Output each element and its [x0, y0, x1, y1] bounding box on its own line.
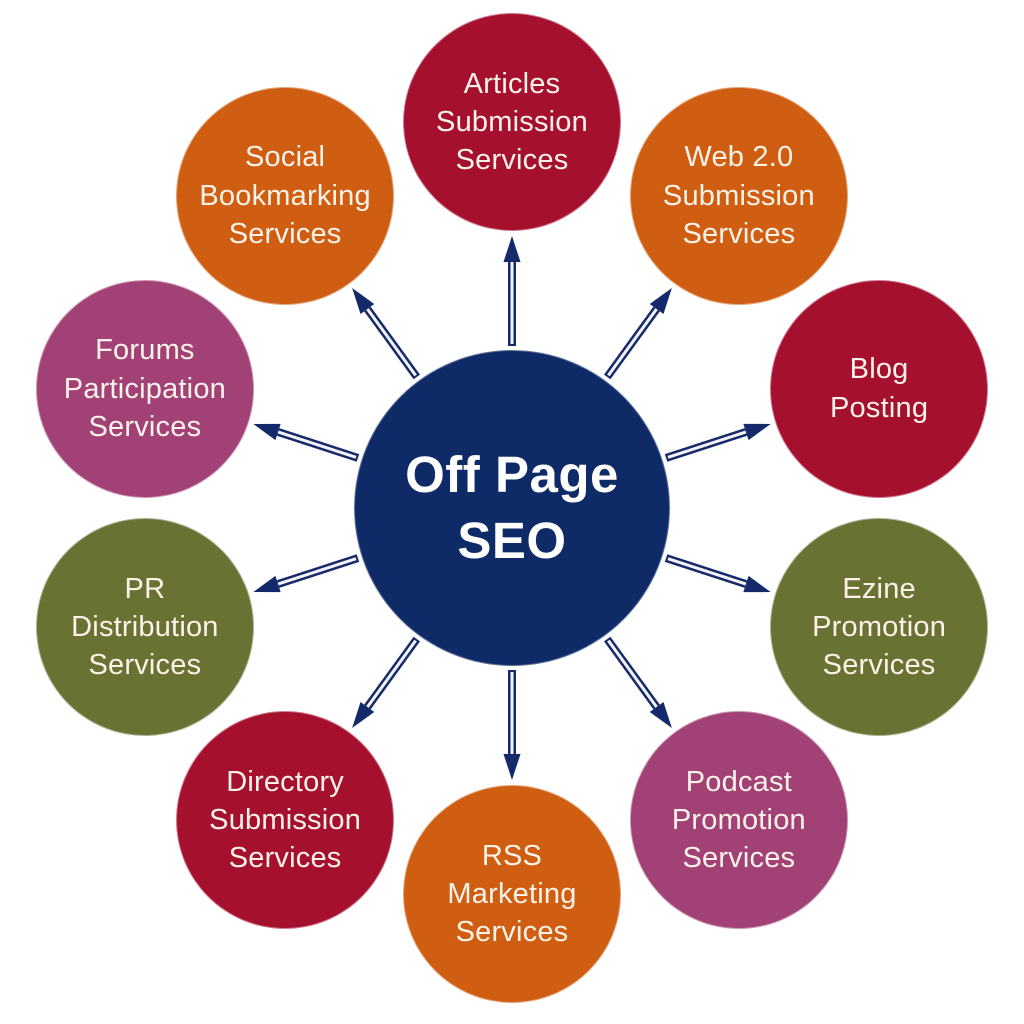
node-label-line: Posting	[830, 391, 929, 424]
node-label-line: Podcast	[685, 765, 792, 798]
node-label: Articles Submission Services	[436, 65, 588, 180]
node-social-bookmarking-services: Social Bookmarking Services	[176, 86, 395, 305]
node-label-line: Submission	[436, 105, 588, 138]
node-rss-marketing-services: RSS Marketing Services	[403, 785, 621, 1003]
node-label-line: Ezine	[842, 572, 916, 605]
node-label-line: Services	[682, 217, 796, 250]
node-pr-distribution-services: PR Distribution Services	[35, 518, 254, 737]
node-label-line: Directory	[226, 765, 345, 798]
node-label: Social Bookmarking Services	[199, 138, 370, 253]
node-label-line: Articles	[463, 67, 561, 100]
node-label-line: Promotion	[812, 611, 947, 644]
node-label-line: RSS	[481, 839, 543, 872]
node-label-line: Services	[682, 842, 796, 875]
node-podcast-promotion-services: Podcast Promotion Services	[629, 711, 848, 930]
node-label-line: Participation	[63, 372, 226, 405]
node-ezine-promotion-services: Ezine Promotion Services	[770, 518, 989, 737]
node-web-2-0-submission-services: Web 2.0 Submission Services	[629, 86, 848, 305]
node-label: Forums Participation Services	[64, 331, 226, 446]
node-label-line: Services	[228, 842, 342, 875]
node-label-line: Social	[245, 141, 326, 174]
node-label: Blog Posting	[830, 350, 928, 427]
center-node-label: Off Page SEO	[405, 442, 619, 575]
node-label-line: Blog	[849, 353, 909, 386]
node-label-line: Services	[822, 649, 936, 682]
node-label-line: Marketing	[447, 877, 577, 910]
node-forums-participation-services: Forums Participation Services	[35, 279, 254, 498]
node-label: PR Distribution Services	[71, 570, 218, 685]
node-label-line: Services	[455, 144, 569, 177]
node-directory-submission-services: Directory Submission Services	[176, 711, 395, 930]
center-label-line: SEO	[457, 512, 567, 569]
node-label-line: Submission	[662, 179, 815, 212]
node-label-line: Web 2.0	[684, 141, 794, 174]
node-label-line: Services	[228, 217, 342, 250]
node-label-line: Bookmarking	[199, 179, 371, 212]
node-label-line: Forums	[95, 334, 195, 367]
node-label-line: Services	[88, 410, 202, 443]
node-label: RSS Marketing Services	[447, 837, 576, 952]
node-label: Web 2.0 Submission Services	[663, 138, 815, 253]
node-label-line: Services	[88, 649, 202, 682]
node-label-line: Submission	[209, 804, 362, 837]
node-label-line: Distribution	[71, 611, 219, 644]
node-label-line: PR	[124, 572, 166, 605]
node-label-line: Services	[455, 916, 569, 949]
center-label-line: Off Page	[405, 445, 619, 503]
center-node-off-page-seo: Off Page SEO	[354, 350, 670, 666]
node-label: Podcast Promotion Services	[672, 763, 806, 878]
node-label: Directory Submission Services	[209, 763, 361, 878]
node-articles-submission-services: Articles Submission Services	[403, 13, 621, 231]
node-label: Ezine Promotion Services	[812, 570, 946, 685]
node-blog-posting: Blog Posting	[770, 279, 989, 498]
node-label-line: Promotion	[671, 804, 806, 837]
